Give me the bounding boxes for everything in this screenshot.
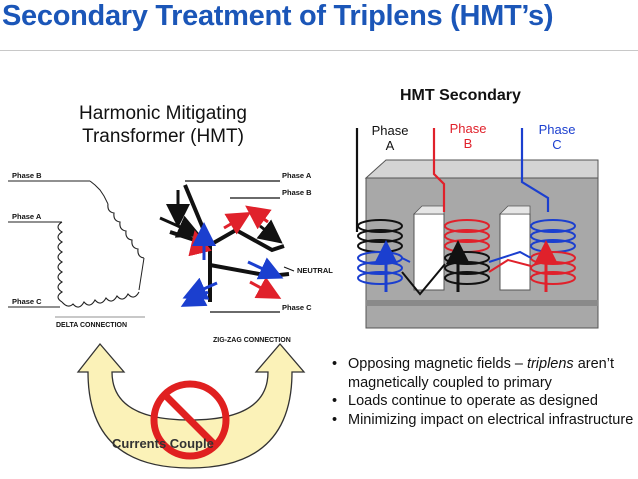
- secondary-phase-b-label: Phase B: [443, 121, 493, 151]
- bullet-dot: •: [332, 411, 338, 428]
- delta-caption: DELTA CONNECTION: [56, 322, 128, 329]
- bullet-text-tail: aren’t magnetically coupled to primary: [348, 356, 614, 391]
- bullet-emphasis: triplens: [526, 356, 574, 372]
- delta-phase-b-label: Phase B: [12, 171, 42, 180]
- secondary-phase-c-label: Phase C: [532, 122, 582, 152]
- secondary-phase-b-line2: B: [463, 136, 473, 151]
- currents-couple-label: Currents Couple: [112, 436, 214, 451]
- bullet-text: Opposing magnetic fields –: [348, 356, 527, 372]
- delta-phase-a-label: Phase A: [12, 212, 42, 221]
- secondary-phase-a-label: Phase A: [365, 123, 415, 153]
- zigzag-connection-diagram: [159, 180, 295, 313]
- coil-phase-b: [444, 219, 490, 292]
- secondary-phase-b-line1: Phase: [449, 121, 487, 136]
- bullet-item: • Opposing magnetic fields – triplens ar…: [330, 355, 635, 392]
- zigzag-phase-b-label: Phase B: [282, 188, 312, 197]
- title-divider: [0, 50, 638, 51]
- prohibited-icon: [150, 380, 230, 460]
- bullet-dot: •: [332, 356, 338, 372]
- delta-connection-diagram: [8, 180, 145, 318]
- zigzag-phase-a-label: Phase A: [282, 171, 312, 180]
- zigzag-caption: ZIG-ZAG CONNECTION: [213, 337, 291, 344]
- page-title: Secondary Treatment of Triplens (HMT’s): [2, 0, 554, 32]
- hmt-heading-line1: Harmonic Mitigating: [79, 103, 247, 124]
- zigzag-neutral-label: NEUTRAL: [297, 266, 333, 275]
- hmt-heading-line2: Transformer (HMT): [82, 126, 244, 147]
- hmt-secondary-core: [355, 128, 599, 329]
- delta-phase-c-label: Phase C: [12, 297, 42, 306]
- secondary-phase-a-line1: Phase: [371, 123, 409, 138]
- bullet-text: Minimizing impact on electrical infrastr…: [348, 411, 634, 428]
- bullet-list: • Opposing magnetic fields – triplens ar…: [330, 355, 635, 429]
- bullet-item: • Minimizing impact on electrical infras…: [330, 411, 635, 430]
- secondary-phase-c-line1: Phase: [538, 122, 576, 137]
- secondary-phase-a-line2: A: [385, 138, 395, 153]
- zigzag-phase-c-label: Phase C: [282, 303, 312, 312]
- bullet-dot: •: [332, 393, 338, 409]
- secondary-phase-c-line2: C: [552, 137, 562, 152]
- bullet-item: • Loads continue to operate as designed: [330, 392, 635, 411]
- bullet-text: Loads continue to operate as designed: [348, 393, 598, 409]
- currents-couple-arrow: [76, 342, 306, 469]
- hmt-secondary-title: HMT Secondary: [400, 87, 521, 104]
- hmt-heading: Harmonic Mitigating Transformer (HMT): [48, 102, 278, 148]
